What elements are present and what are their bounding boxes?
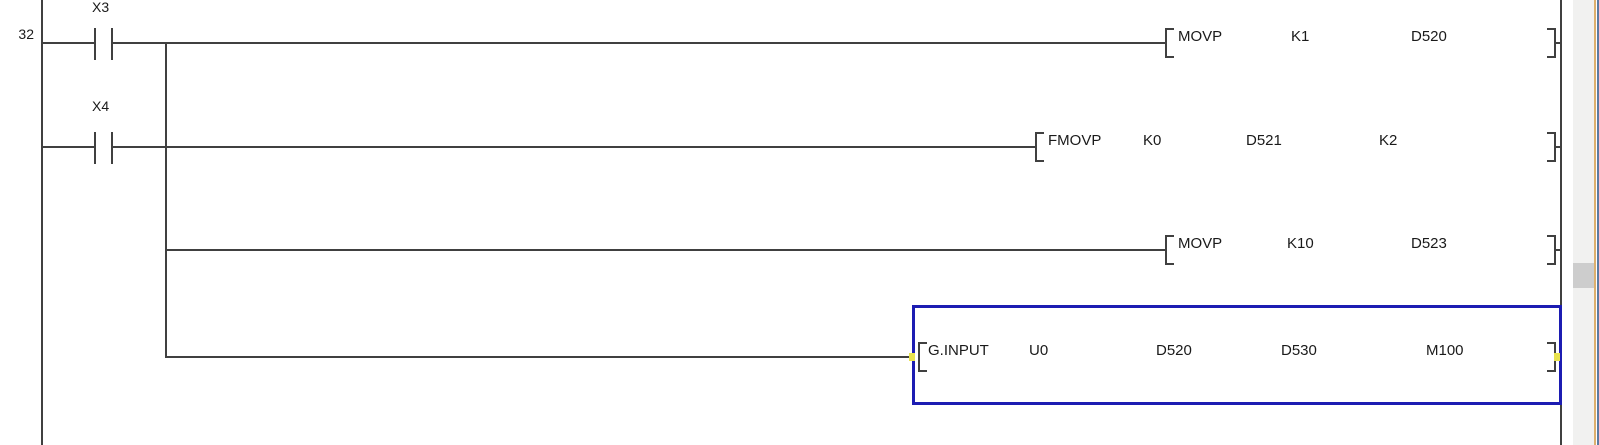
open-bracket-icon: [1035, 132, 1044, 162]
instruction-operand: M100: [1426, 342, 1464, 359]
contact-bar-icon: [111, 132, 113, 164]
wire: [42, 42, 94, 44]
wire: [1554, 42, 1562, 44]
wire: [165, 249, 1165, 251]
contact-bar-icon: [94, 132, 96, 164]
instruction-name: MOVP: [1178, 28, 1223, 45]
open-bracket-icon: [918, 342, 927, 372]
instruction-name: FMOVP: [1048, 132, 1102, 149]
wire: [42, 146, 94, 148]
right-power-rail: [1560, 0, 1562, 445]
instruction-operand: D520: [1411, 28, 1447, 45]
branch-wire: [165, 42, 167, 358]
window-edge-accent: [1594, 0, 1596, 445]
contact-label: X3: [92, 0, 110, 15]
instruction-operand: U0: [1029, 342, 1049, 359]
wire: [113, 146, 1035, 148]
vertical-scrollbar-track[interactable]: [1573, 0, 1594, 445]
rung-number: 32: [18, 26, 34, 42]
instruction-operand: K1: [1291, 28, 1310, 45]
open-bracket-icon: [1165, 235, 1174, 265]
contact-bar-icon: [94, 28, 96, 60]
vertical-scrollbar-thumb[interactable]: [1573, 263, 1594, 288]
instruction-operand: K0: [1143, 132, 1162, 149]
instruction-operand: D520: [1156, 342, 1192, 359]
instruction-operand: K10: [1287, 235, 1314, 252]
connection-nub-icon: [909, 353, 915, 361]
selection-box[interactable]: [912, 305, 1562, 405]
window-edge-border: [1597, 0, 1599, 445]
connection-nub-icon: [1554, 353, 1560, 361]
wire: [1554, 146, 1562, 148]
instruction-operand: D521: [1246, 132, 1282, 149]
open-bracket-icon: [1165, 28, 1174, 58]
wire: [1554, 249, 1562, 251]
contact-label: X4: [92, 98, 110, 114]
wire: [113, 42, 1165, 44]
instruction-name: MOVP: [1178, 235, 1223, 252]
contact-bar-icon: [111, 28, 113, 60]
left-power-rail: [41, 0, 43, 445]
wire: [165, 356, 912, 358]
instruction-operand: K2: [1379, 132, 1398, 149]
instruction-operand: D530: [1281, 342, 1317, 359]
instruction-operand: D523: [1411, 235, 1447, 252]
instruction-name: G.INPUT: [928, 342, 989, 359]
